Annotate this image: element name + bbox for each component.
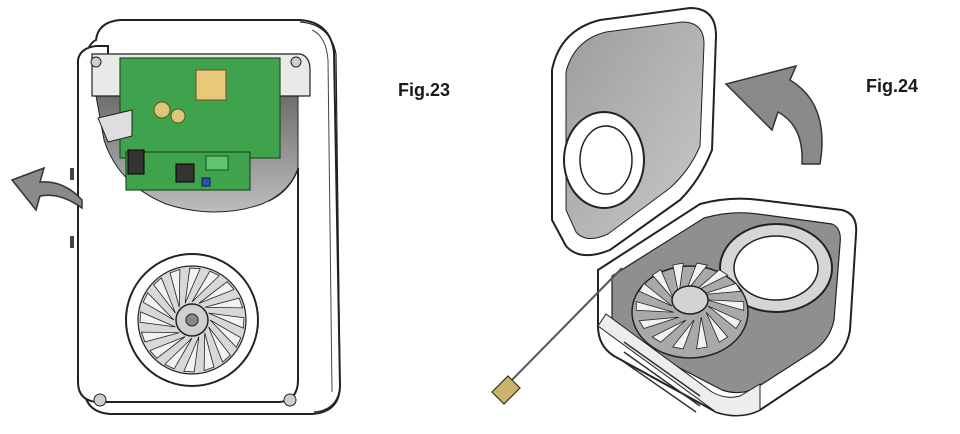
fig23-screw-top-left <box>90 56 102 68</box>
fig24-fan-blade <box>638 316 679 329</box>
fig24-fan-blade <box>693 269 729 293</box>
fig23-fan-blade <box>149 336 186 359</box>
fig24-base-front <box>597 313 761 416</box>
fig24-fan-blade <box>638 282 673 307</box>
fig23-fan-blade <box>203 332 215 372</box>
fig23-fan-blade <box>164 337 193 370</box>
figure-23-label: Fig.23 <box>398 80 451 100</box>
fig23-fan-blades <box>139 267 245 373</box>
fig23-fan-hub-center <box>185 313 199 327</box>
fig24-unit <box>491 6 858 417</box>
fig23-screw-top-right <box>290 56 302 68</box>
fig24-fan-blades <box>635 262 745 350</box>
fig23-screw-bottom-right <box>283 393 297 407</box>
fig24-screwdriver-handle <box>491 375 521 405</box>
fig23-fan-blade <box>169 268 181 308</box>
fig24-outlet-ring-inner <box>733 235 819 301</box>
fig24-fan-blade <box>705 311 729 343</box>
fig23-unit <box>10 19 342 415</box>
fig23-fan-blade <box>184 267 201 304</box>
fig24-fan-blade <box>672 319 695 350</box>
fig23-connector <box>175 163 195 183</box>
fig23-housing-side <box>299 21 341 413</box>
fig23-capacitor-1 <box>153 101 171 119</box>
fig23-housing-edge-line <box>311 29 333 393</box>
fig23-cable-bracket <box>97 109 133 143</box>
fig23-fan-blade <box>208 326 231 363</box>
fig24-fan-blade <box>696 317 708 350</box>
fig23-capacitor-2 <box>170 108 186 124</box>
fig23-fan-blade <box>140 331 180 343</box>
fig23-fan-blade <box>153 277 176 314</box>
fig23-fan-blade <box>204 297 244 309</box>
fig23-fan-blade <box>198 281 235 304</box>
fig24-fan-blade <box>685 262 708 293</box>
fig23-screw-bottom-left <box>93 393 107 407</box>
fig24-fan-blade <box>701 283 742 296</box>
fig23-fan-blade <box>208 312 245 329</box>
fig23-blue-component <box>201 177 211 187</box>
fig24-fan-blade <box>651 269 675 301</box>
fig24-fan-blade <box>672 262 684 295</box>
fig24-lid-ring-inner <box>579 125 633 195</box>
fig23-fan-blade <box>139 311 176 328</box>
fig24-rotation-arrow <box>724 64 823 165</box>
fig23-slot-1 <box>70 168 74 180</box>
fig23-fan-blade <box>209 319 242 348</box>
fig24-fan-blade <box>706 299 745 311</box>
fig24-fan-blade <box>651 319 687 343</box>
fig23-green-component <box>205 155 229 171</box>
fig24-fan-blade <box>707 305 742 330</box>
fig23-transformer <box>195 69 227 101</box>
fig24-fan-hub <box>671 285 709 315</box>
fig24-screwdriver-shaft <box>507 267 623 385</box>
fig23-fan-blade <box>142 292 175 321</box>
figure-24-label: Fig.24 <box>866 76 919 96</box>
fig23-slot-2 <box>70 236 74 248</box>
fig23-fan-blade <box>191 270 220 303</box>
fig23-relay <box>127 149 145 175</box>
fig23-removal-arrow <box>10 166 83 212</box>
fig24-fan-blade <box>635 301 674 313</box>
fig23-fan-blade <box>183 336 200 373</box>
fig24-vents <box>623 341 701 413</box>
